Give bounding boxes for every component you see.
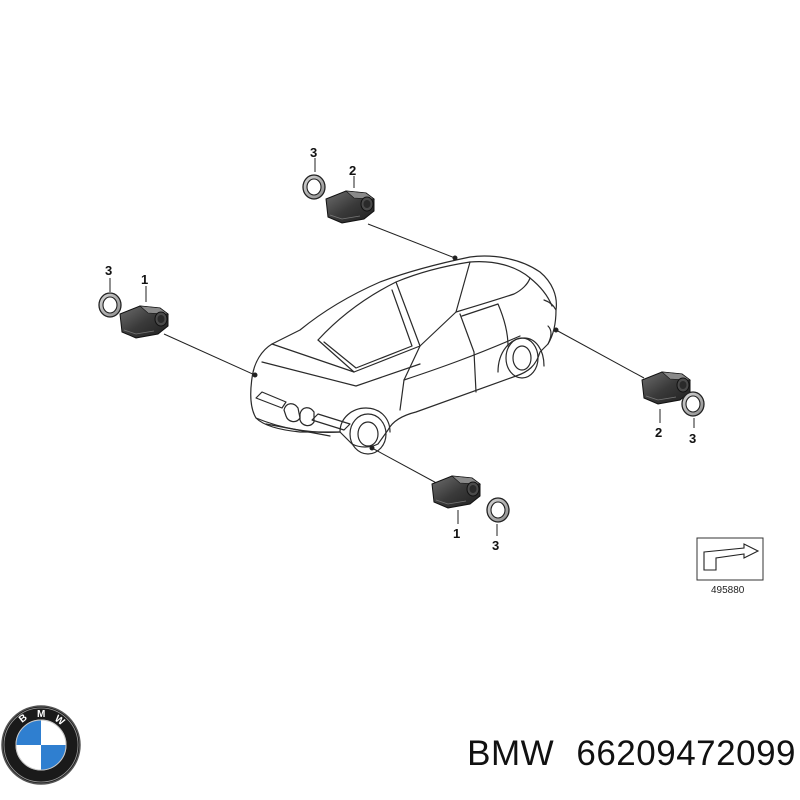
svg-text:M: M (37, 709, 45, 720)
pdc-sensor (431, 475, 481, 509)
seal-ring (486, 497, 510, 523)
reference-number: 495880 (711, 585, 745, 596)
part-caption: BMW 66209472099 (400, 734, 796, 774)
callout-ring-left: 3 (105, 263, 112, 278)
part-number: 66209472099 (576, 734, 796, 773)
callout-sensor-right: 2 (655, 425, 662, 440)
brand-name: BMW (467, 734, 555, 773)
sensor-group-top: 3 2 (302, 145, 375, 224)
seal-ring (681, 391, 705, 417)
leader-lines (163, 223, 645, 487)
reference-box: 495880 (696, 537, 764, 596)
callout-sensor-top: 2 (349, 163, 356, 178)
callout-ring-bottom: 3 (492, 538, 499, 553)
callout-sensor-bottom: 1 (453, 526, 460, 541)
sensor-group-bottom: 1 3 (431, 475, 510, 553)
sensor-group-left: 3 1 (98, 263, 169, 339)
seal-ring (302, 174, 326, 200)
direction-arrow-icon (703, 543, 760, 571)
pdc-sensor (325, 190, 375, 224)
seal-ring (98, 292, 122, 318)
callout-sensor-left: 1 (141, 272, 148, 287)
callout-ring-top: 3 (310, 145, 317, 160)
pdc-sensor (119, 305, 169, 339)
bmw-logo: B M W (1, 705, 81, 785)
car-outline (250, 255, 557, 455)
callout-ring-right: 3 (689, 431, 696, 446)
sensor-group-right: 2 3 (641, 371, 705, 446)
